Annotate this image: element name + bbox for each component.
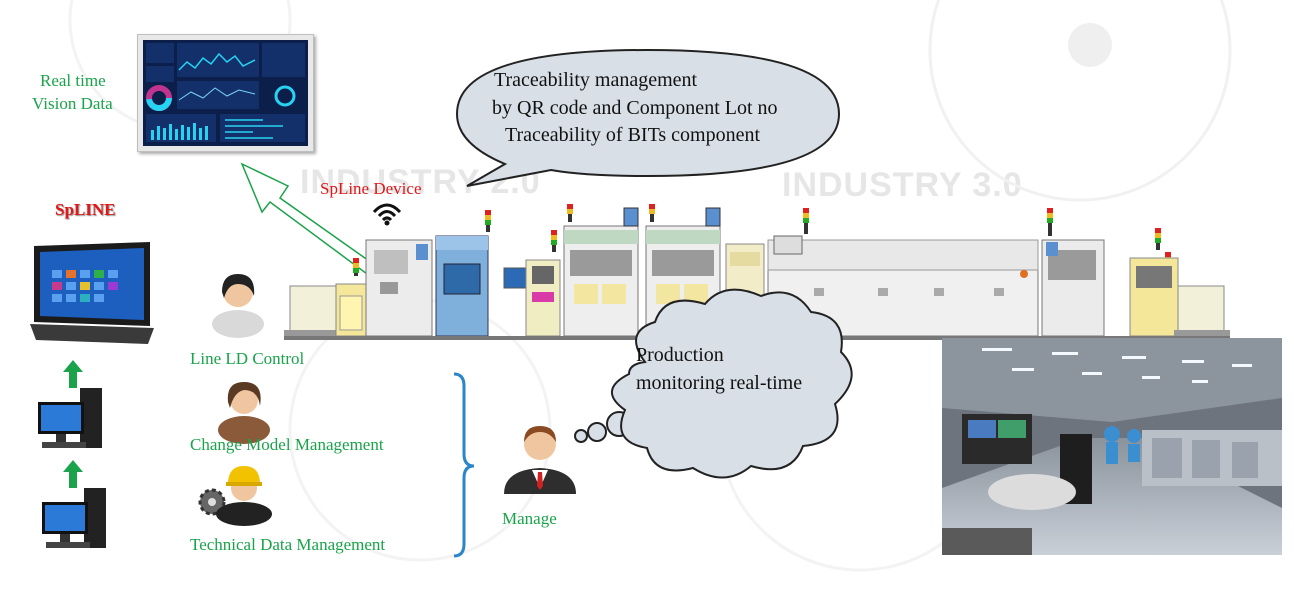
arrow-up-icon <box>63 360 83 388</box>
technician-avatar <box>198 466 272 526</box>
operator-avatar <box>212 274 264 338</box>
speech-bubble-line1: Traceability management <box>494 69 698 91</box>
role-change-model: Change Model Management <box>190 435 384 454</box>
factory-floor-photo <box>942 338 1282 555</box>
spline-title: SpLINE <box>55 200 116 219</box>
grouping-brace <box>453 372 475 558</box>
dashboard-screen <box>143 40 308 146</box>
thought-cloud-line1: Production <box>636 344 724 366</box>
tablet-device <box>30 242 154 344</box>
engineer-avatar <box>218 382 270 444</box>
role-line-control: Line LD Control <box>190 349 305 368</box>
arrow-up-icon <box>63 460 83 488</box>
speech-bubble <box>455 48 841 187</box>
role-manage: Manage <box>502 509 557 528</box>
watermark-industry-3: INDUSTRY 3.0 <box>782 166 1023 204</box>
wifi-icon <box>372 203 402 226</box>
desktop-computer-icon <box>42 488 106 548</box>
speech-bubble-line3: Traceability of BITs component <box>505 124 761 146</box>
role-technical-data: Technical Data Management <box>190 535 386 554</box>
dashboard-label-line2: Vision Data <box>32 94 113 113</box>
speech-bubble-line2: by QR code and Component Lot no <box>492 97 778 119</box>
desktop-computer-icon <box>38 388 102 448</box>
spline-device-label: SpLine Device <box>320 179 422 198</box>
dashboard-label-line1: Real time <box>40 71 106 90</box>
thought-cloud <box>574 288 853 479</box>
thought-cloud-line2: monitoring real-time <box>636 372 803 394</box>
manager-avatar <box>504 426 576 494</box>
dashboard-monitor <box>137 34 314 152</box>
